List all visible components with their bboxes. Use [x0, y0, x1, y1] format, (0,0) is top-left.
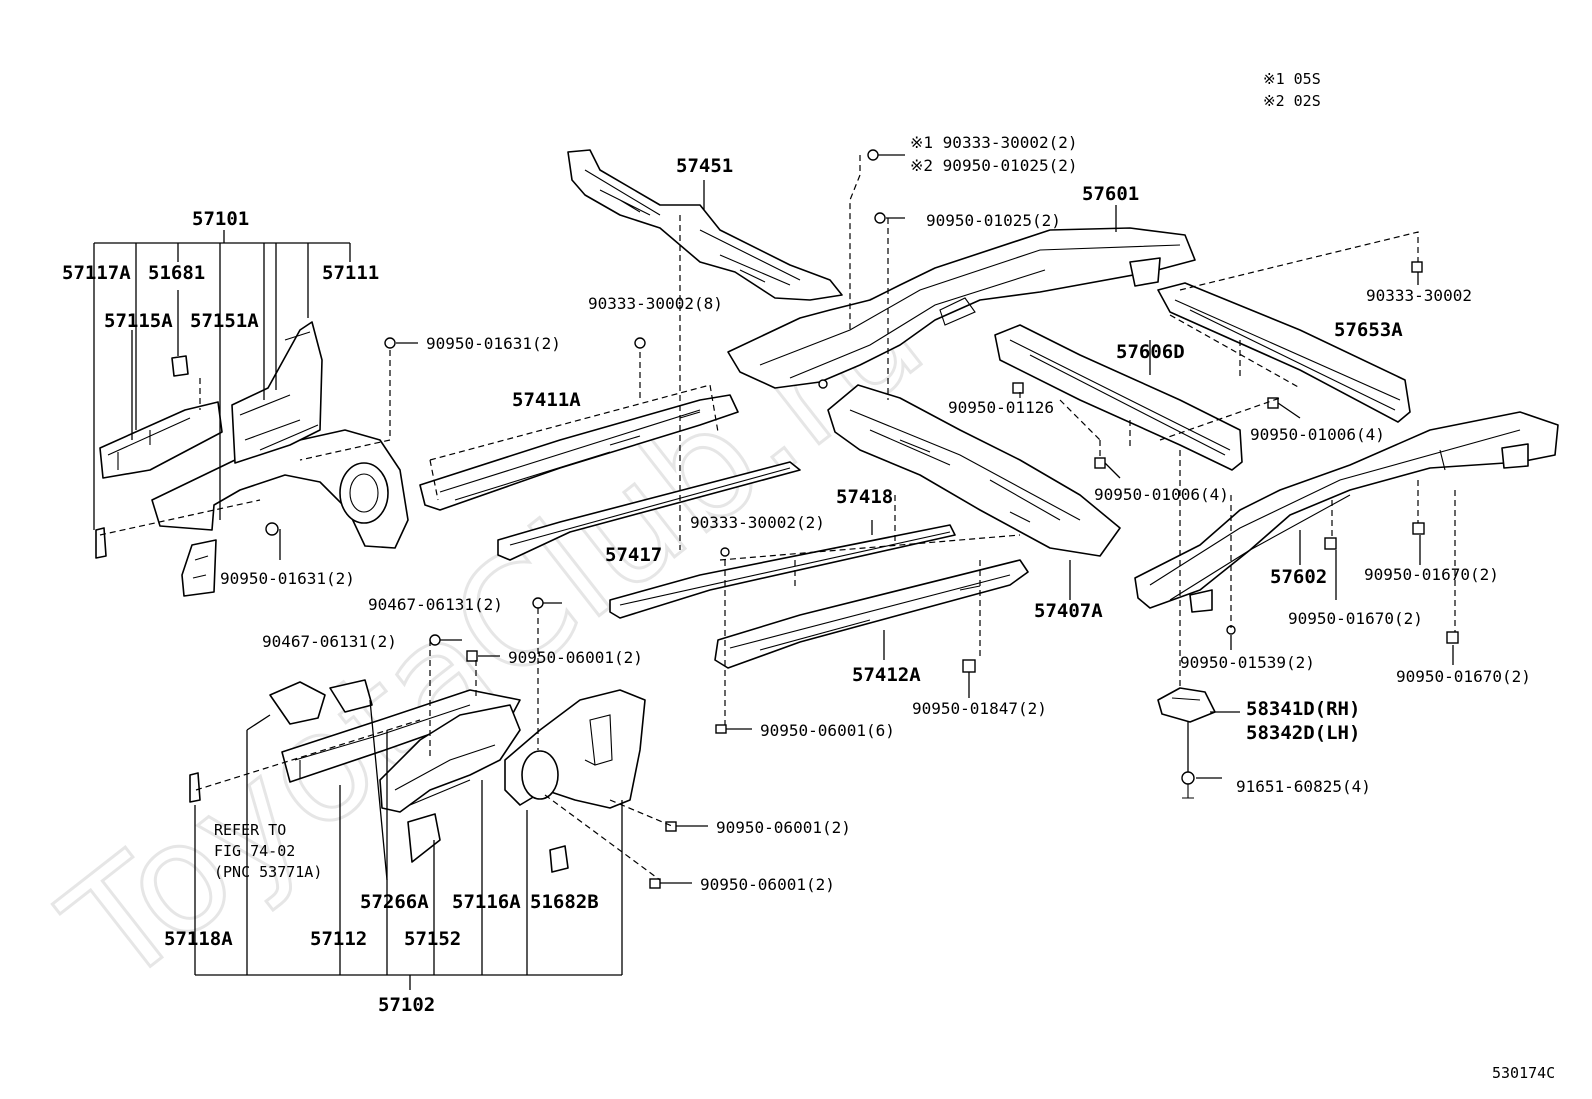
- rail-57601: [727, 227, 1196, 389]
- label-57115A: 57115A: [104, 310, 173, 332]
- label-note1-90333-30002: ※1 90333-30002(2): [910, 133, 1078, 152]
- label-57653A: 57653A: [1334, 319, 1403, 341]
- note-2: ※2 02S: [1263, 92, 1321, 110]
- fastener-icon: [1446, 631, 1459, 644]
- label-57417: 57417: [605, 544, 662, 566]
- label-90950-01006-right: 90950-01006(4): [1250, 425, 1385, 444]
- member-57407A: [827, 384, 1121, 557]
- label-57602: 57602: [1270, 566, 1327, 588]
- part-labels: ※1 05S ※2 02S 57101 57117A 51681 57111 5…: [62, 70, 1555, 1082]
- label-90950-06001-6: 90950-06001(6): [760, 721, 895, 740]
- label-57112: 57112: [310, 928, 367, 950]
- label-90950-01670-b: 90950-01670(2): [1288, 609, 1423, 628]
- assembly-57102: [189, 679, 646, 873]
- label-57116A: 57116A: [452, 891, 521, 913]
- label-57111: 57111: [322, 262, 379, 284]
- label-90950-01670-c: 90950-01670(2): [1396, 667, 1531, 686]
- label-90950-01631-upper: 90950-01631(2): [426, 334, 561, 353]
- label-57407A: 57407A: [1034, 600, 1103, 622]
- label-90467-06131-b: 90467-06131(2): [262, 632, 397, 651]
- fastener-icon: [649, 878, 661, 889]
- drawing-number: 530174C: [1492, 1064, 1555, 1082]
- fastener-icon: [1412, 522, 1425, 535]
- label-90950-01006-mid: 90950-01006(4): [1094, 485, 1229, 504]
- refer-line-2: FIG 74-02: [214, 842, 295, 860]
- fastener-icon: [532, 597, 544, 609]
- fastener-icon: [429, 634, 441, 646]
- label-57606D: 57606D: [1116, 341, 1185, 363]
- fastener-icon: [962, 659, 976, 673]
- label-58341D: 58341D(RH): [1246, 698, 1360, 720]
- fasteners: [265, 149, 1459, 889]
- label-57418: 57418: [836, 486, 893, 508]
- label-57152: 57152: [404, 928, 461, 950]
- fastener-icon: [466, 650, 478, 662]
- fastener-icon: [867, 149, 879, 161]
- fastener-icon: [384, 337, 396, 349]
- label-90950-01025: 90950-01025(2): [926, 211, 1061, 230]
- fastener-icon: [634, 337, 646, 349]
- fastener-icon: [1012, 382, 1024, 394]
- fastener-icon: [1411, 261, 1423, 273]
- note-1: ※1 05S: [1263, 70, 1321, 88]
- label-58342D: 58342D(LH): [1246, 722, 1360, 744]
- label-57102: 57102: [378, 994, 435, 1016]
- label-90950-01539: 90950-01539(2): [1180, 653, 1315, 672]
- fastener-icon: [1094, 457, 1106, 469]
- label-51681: 51681: [148, 262, 205, 284]
- fastener-icon: [720, 547, 730, 557]
- bracket-58341D: [1157, 687, 1216, 723]
- crossmember-57451: [567, 149, 843, 301]
- label-57411A: 57411A: [512, 389, 581, 411]
- label-90333-30002-8: 90333-30002(8): [588, 294, 723, 313]
- label-note2-90950-01025: ※2 90950-01025(2): [910, 156, 1078, 175]
- label-90950-01670-a: 90950-01670(2): [1364, 565, 1499, 584]
- label-57451: 57451: [676, 155, 733, 177]
- label-57118A: 57118A: [164, 928, 233, 950]
- sill-57418: [609, 524, 956, 619]
- fastener-icon: [1324, 537, 1337, 550]
- label-57601: 57601: [1082, 183, 1139, 205]
- assembly-57101: [95, 321, 409, 597]
- fastener-icon: [265, 522, 279, 536]
- label-90950-06001-c: 90950-06001(2): [700, 875, 835, 894]
- label-57151A: 57151A: [190, 310, 259, 332]
- fastener-icon: [874, 212, 886, 224]
- rocker-57411A: [419, 384, 739, 511]
- rail-57602: [1134, 411, 1559, 613]
- label-57101: 57101: [192, 208, 249, 230]
- label-90950-01847: 90950-01847(2): [912, 699, 1047, 718]
- fastener-icon: [1181, 771, 1195, 785]
- rocker-57412A: [714, 534, 1029, 669]
- label-57266A: 57266A: [360, 891, 429, 913]
- label-90950-01631-lower: 90950-01631(2): [220, 569, 355, 588]
- label-90950-06001-b: 90950-06001(2): [716, 818, 851, 837]
- refer-line-3: (PNC 53771A): [214, 863, 322, 881]
- label-57412A: 57412A: [852, 664, 921, 686]
- label-51682B: 51682B: [530, 891, 599, 913]
- fastener-icon: [715, 724, 727, 734]
- sill-57417: [497, 461, 801, 561]
- leader-lines: [93, 154, 1456, 990]
- fastener-icon: [665, 821, 677, 832]
- label-90950-06001-a: 90950-06001(2): [508, 648, 643, 667]
- crossmember-57606D: [994, 324, 1243, 471]
- refer-line-1: REFER TO: [214, 821, 286, 839]
- label-90950-01126: 90950-01126: [948, 398, 1054, 417]
- label-90333-30002: 90333-30002: [1366, 286, 1472, 305]
- crossmember-57653A: [1157, 282, 1411, 423]
- label-90467-06131-a: 90467-06131(2): [368, 595, 503, 614]
- label-57117A: 57117A: [62, 262, 131, 284]
- label-90333-30002-2: 90333-30002(2): [690, 513, 825, 532]
- label-91651-60825: 91651-60825(4): [1236, 777, 1371, 796]
